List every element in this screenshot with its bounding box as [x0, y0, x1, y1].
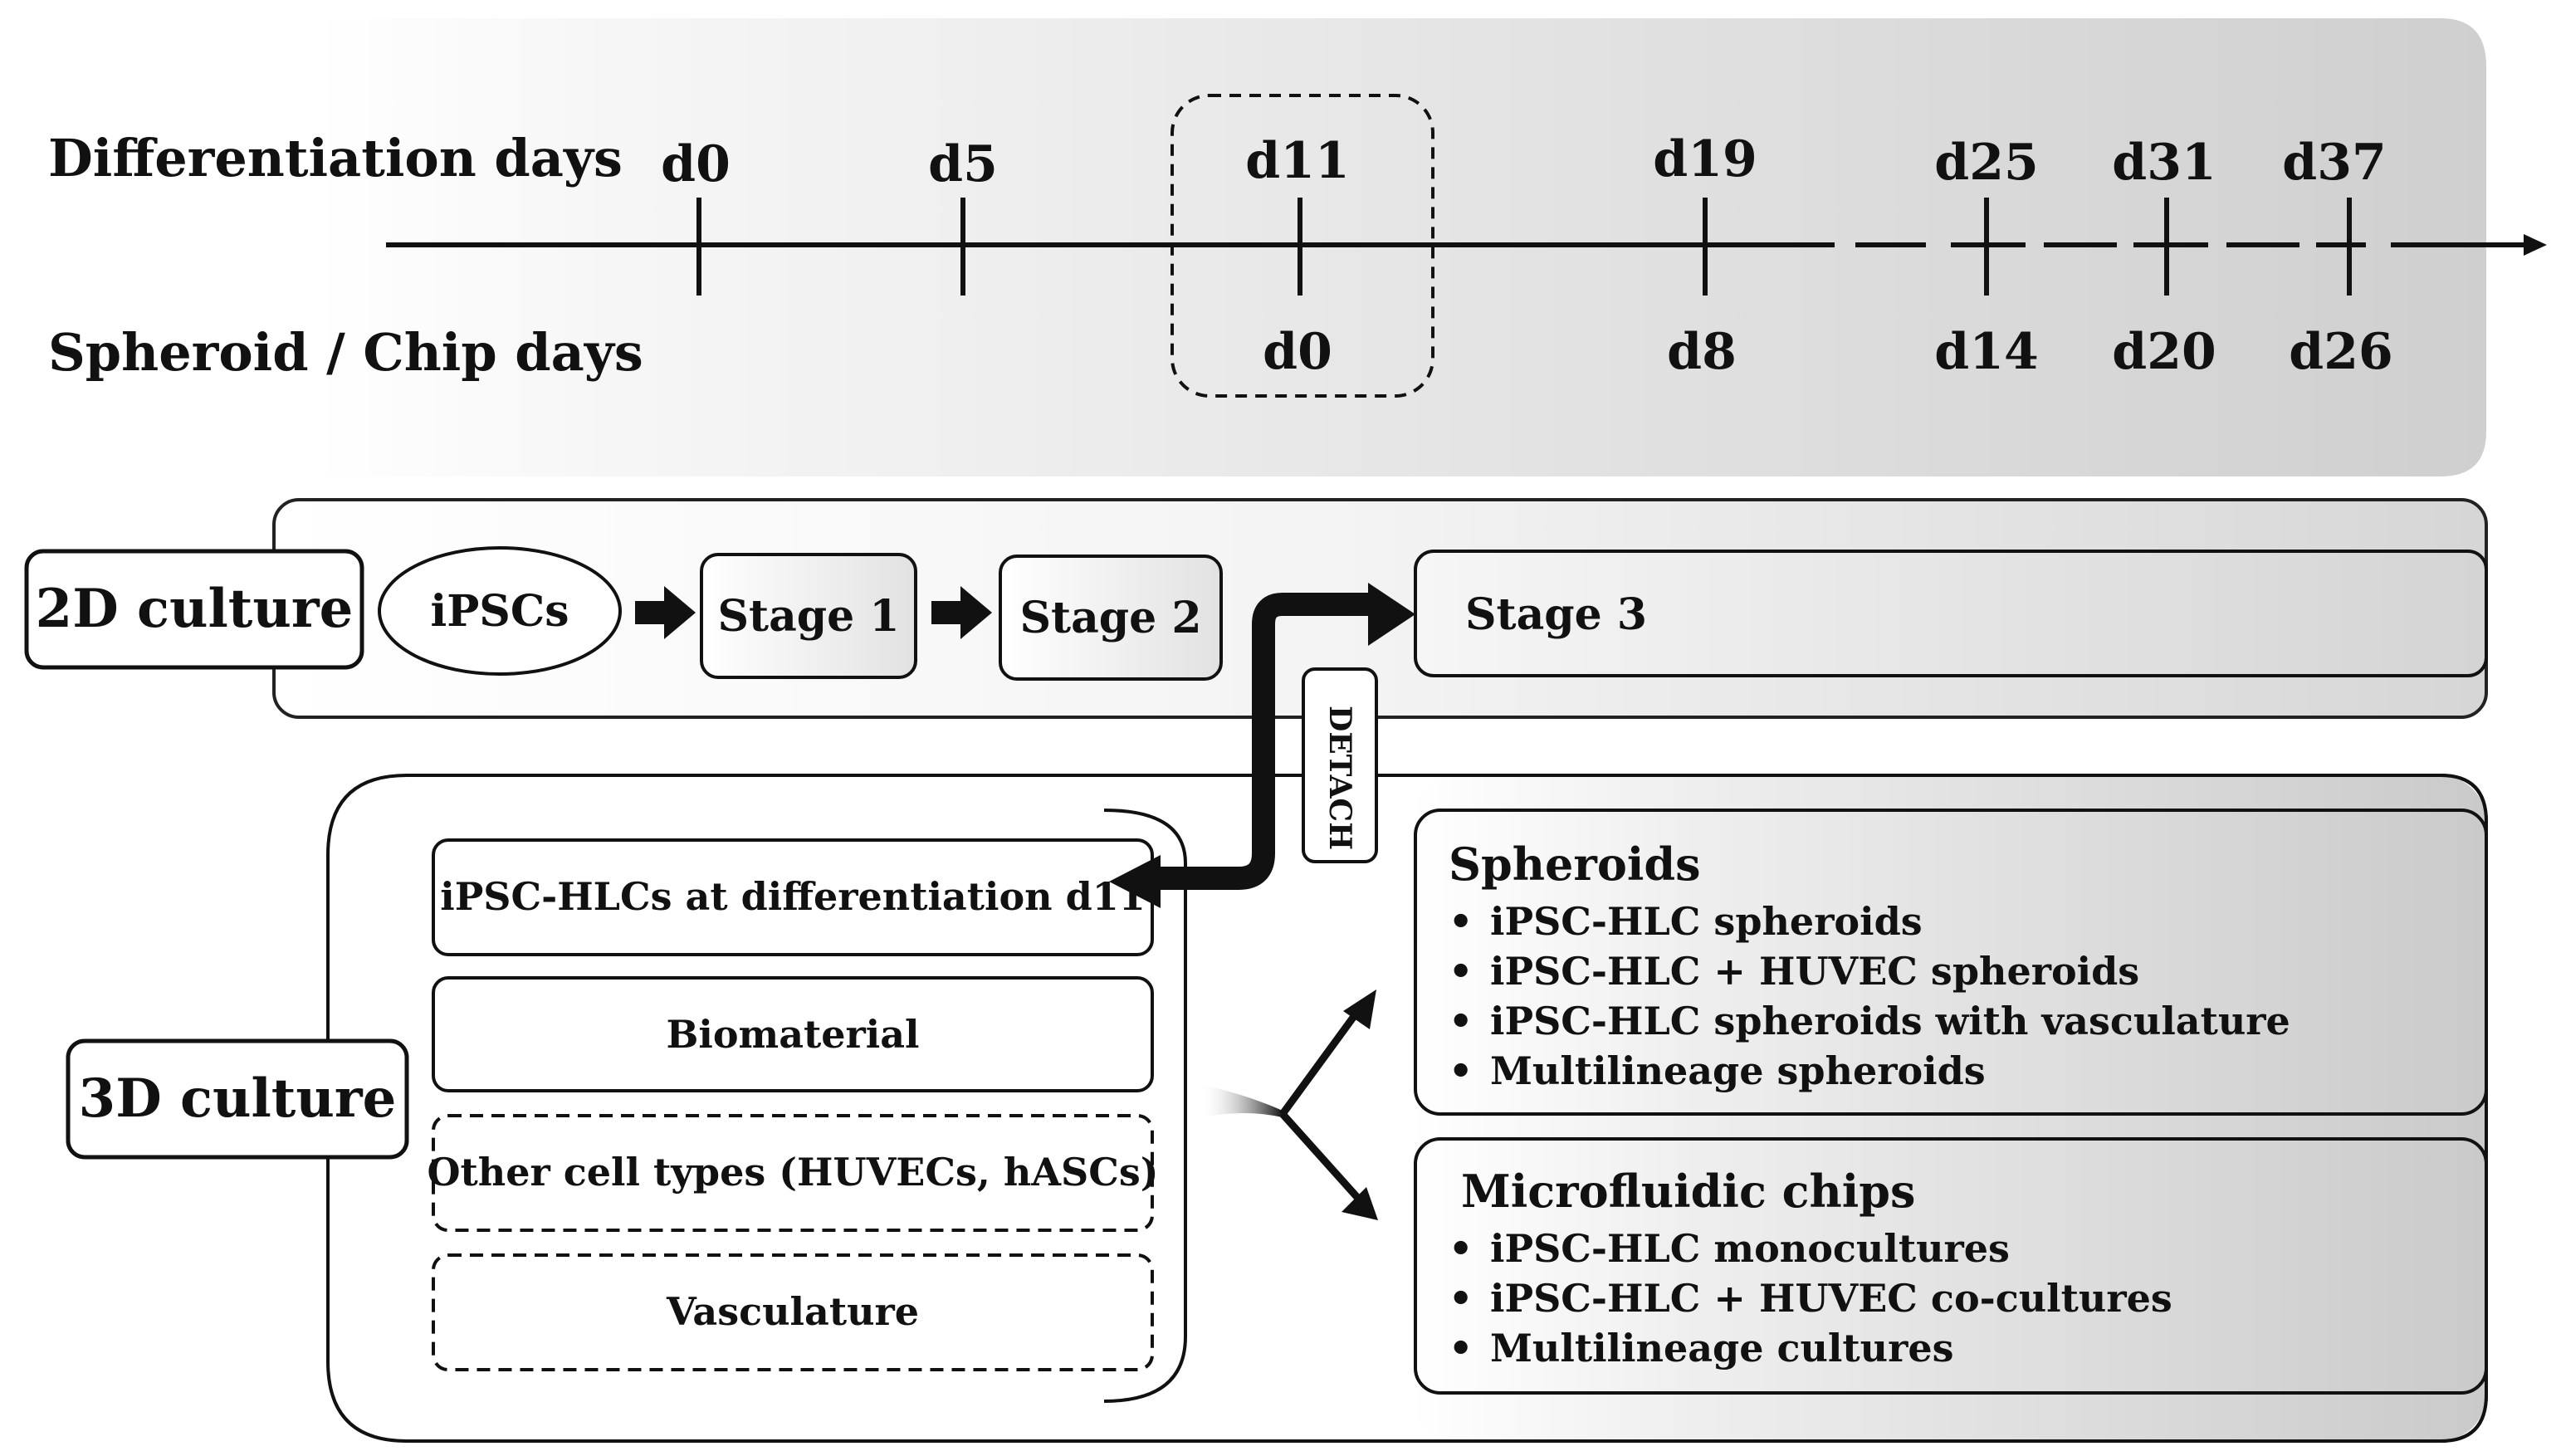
culture-3d-label: 3D culture — [79, 1068, 397, 1130]
chip-day-label: d26 — [2289, 323, 2392, 381]
bullet: • — [1449, 1276, 1473, 1321]
timeline-panel: Differentiation days Spheroid / Chip day… — [48, 18, 2547, 476]
diff-day-label: d5 — [928, 135, 998, 193]
culture-3d-label-box — [66, 1038, 409, 1160]
input-vasculature — [432, 1253, 1154, 1371]
stage3-label: Stage 3 — [1465, 589, 1647, 640]
inputs-bracket — [1103, 809, 1187, 1403]
stage2-label: Stage 2 — [1020, 593, 1202, 643]
culture-2d-label: 2D culture — [36, 578, 354, 640]
diff-day-label: d25 — [1934, 134, 2038, 192]
bullet: • — [1449, 999, 1473, 1043]
fork-stem — [1200, 1084, 1283, 1117]
fork-arrow-spheroids — [1279, 1004, 1365, 1116]
chips-item: Multilineage cultures — [1490, 1326, 1954, 1370]
detach-label: DETACH — [1322, 706, 1357, 850]
culture-2d-panel: 2D culture iPSCs Stage 1 Stage 2 Stage 3 — [24, 498, 2488, 719]
spheroids-item: iPSC-HLC spheroids with vasculature — [1490, 999, 2290, 1043]
spheroids-item: iPSC-HLC spheroids — [1490, 899, 1923, 944]
detach-arrow: DETACH — [1109, 583, 1415, 908]
fork-arrowhead-spheroids — [1343, 989, 1376, 1029]
bullet: • — [1449, 1226, 1473, 1271]
bullet: • — [1449, 1326, 1473, 1370]
differentiation-days-label: Differentiation days — [48, 128, 623, 188]
diff-day-label: d31 — [2112, 134, 2216, 192]
spheroids-box — [1414, 809, 2488, 1116]
spheroids-item: Multilineage spheroids — [1490, 1048, 1986, 1093]
input-biomaterial — [432, 976, 1154, 1092]
bullet: • — [1449, 1048, 1473, 1093]
diff-day-label: d19 — [1653, 130, 1757, 188]
arrow-stage1-stage2 — [931, 586, 992, 639]
spheroids-title: Spheroids — [1449, 838, 1701, 891]
stage3-node — [1414, 550, 2488, 677]
diff-day-label: d37 — [2282, 134, 2386, 192]
chips-list: • iPSC-HLC monocultures • iPSC-HLC + HUV… — [1449, 1226, 2172, 1370]
spheroids-item: iPSC-HLC + HUVEC spheroids — [1490, 949, 2139, 994]
input-other-cell-types — [432, 1114, 1154, 1232]
stage2-node — [999, 555, 1223, 681]
detach-label-box — [1302, 667, 1378, 863]
stage1-node — [700, 553, 917, 679]
chips-box — [1414, 1137, 2488, 1395]
chips-title: Microfluidic chips — [1461, 1165, 1915, 1218]
input-vasculature-label: Vasculature — [666, 1289, 919, 1334]
spheroid-chip-days-label: Spheroid / Chip days — [48, 322, 643, 383]
ipscs-label: iPSCs — [430, 586, 569, 637]
culture-3d-panel: 3D culture iPSC-HLCs at differentiation … — [66, 774, 2488, 1443]
chip-day-label: d14 — [1934, 323, 2038, 381]
spheroids-list: • iPSC-HLC spheroids • iPSC-HLC + HUVEC … — [1449, 899, 2290, 1093]
timeline-arrowhead — [2524, 234, 2547, 256]
culture-2d-label-box — [24, 549, 364, 670]
arrow-ipscs-stage1 — [635, 586, 696, 639]
ipscs-node — [378, 546, 622, 676]
bullet: • — [1449, 949, 1473, 994]
chips-item: iPSC-HLC monocultures — [1490, 1226, 2010, 1271]
input-biomaterial-label: Biomaterial — [666, 1012, 919, 1057]
fork-arrow-chips — [1279, 1111, 1365, 1205]
diff-day-label: d11 — [1245, 132, 1349, 190]
input-ipsc-hlcs-label: iPSC-HLCs at differentiation d11 — [440, 874, 1146, 919]
chip-day-label: d20 — [2112, 323, 2216, 381]
chip-day-label: d0 — [1263, 323, 1332, 381]
stage1-label: Stage 1 — [718, 591, 900, 642]
input-other-cell-types-label: Other cell types (HUVECs, hASCs) — [427, 1150, 1158, 1195]
diff-day-label: d0 — [661, 135, 731, 193]
chips-item: iPSC-HLC + HUVEC co-cultures — [1490, 1276, 2172, 1321]
start-day-highlight — [1170, 94, 1434, 398]
bullet: • — [1449, 899, 1473, 944]
fork-arrowhead-chips — [1342, 1187, 1378, 1220]
chip-day-label: d8 — [1667, 323, 1737, 381]
